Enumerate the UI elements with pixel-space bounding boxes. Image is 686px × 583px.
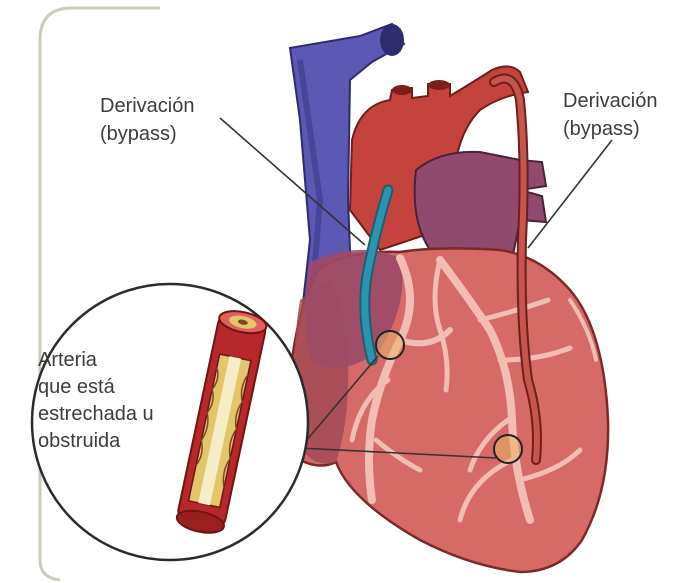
artery-label-line4: obstruida (38, 430, 121, 452)
artery-label-line3: estrechada u (38, 403, 154, 425)
bypass-label-left-line1: Derivación (100, 95, 194, 117)
artery-label-line2: que está (38, 376, 116, 398)
bypass-label-left: Derivación (bypass) (100, 95, 200, 145)
blockage-marker-upper (376, 331, 404, 359)
bypass-label-right: Derivación (bypass) (563, 90, 663, 140)
blockage-marker-lower (494, 435, 522, 463)
heart-body (290, 248, 608, 572)
bypass-label-left-line2: (bypass) (100, 123, 177, 145)
artery-label-line1: Arteria (38, 349, 98, 371)
bypass-label-right-line2: (bypass) (563, 118, 640, 140)
bypass-label-right-line1: Derivación (563, 90, 657, 112)
